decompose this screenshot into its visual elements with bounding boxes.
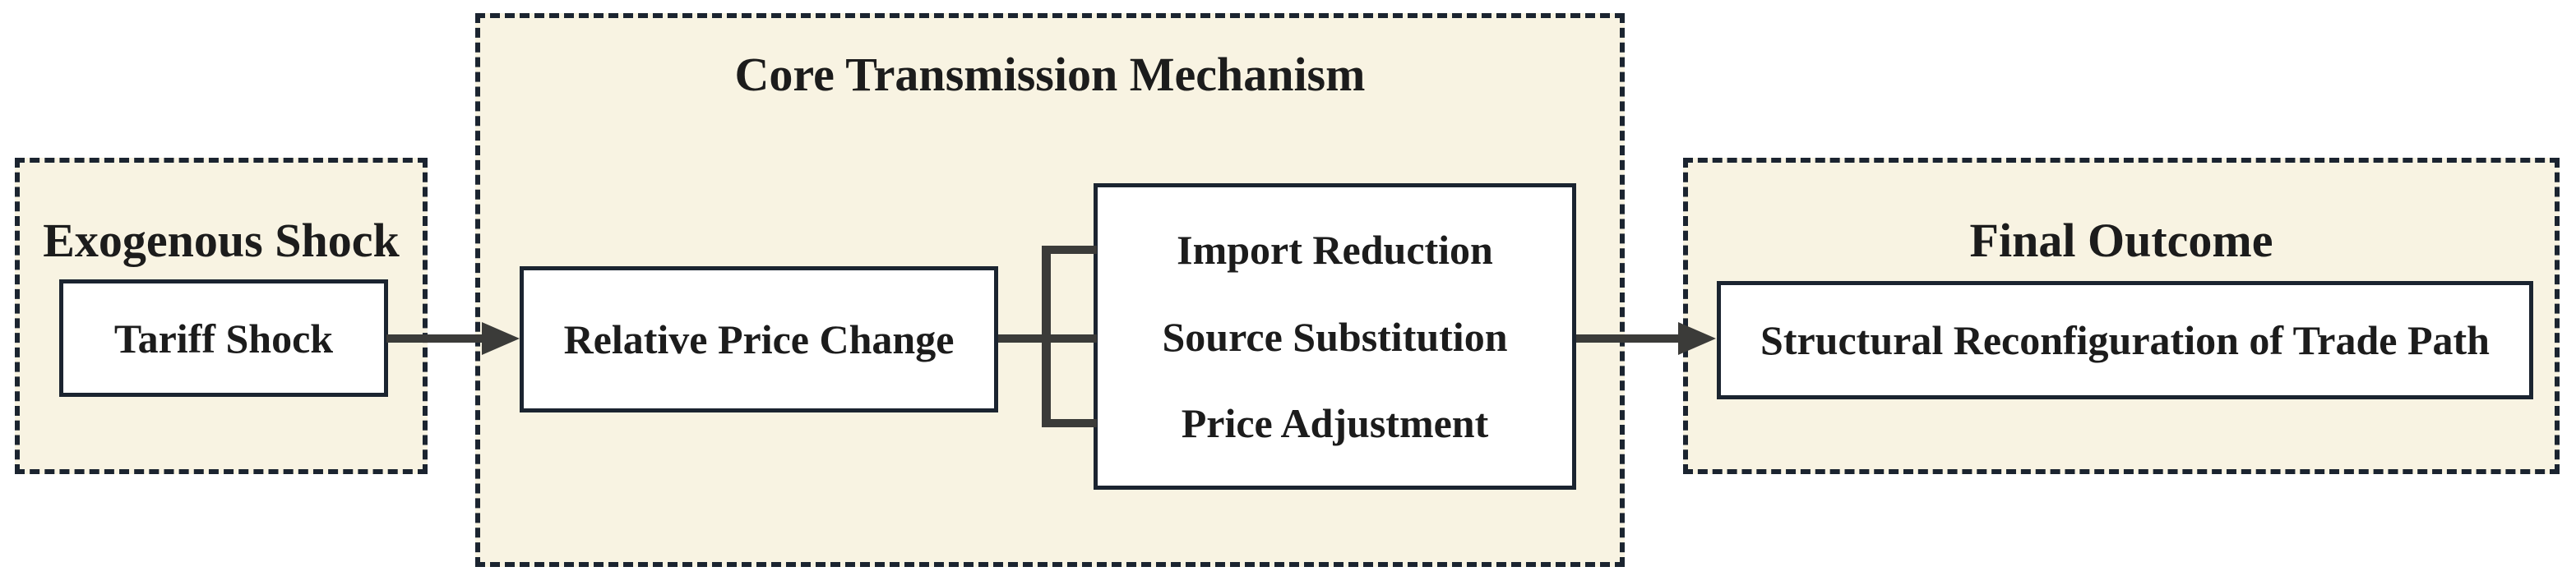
fork-bottom-branch-line [1042,419,1097,427]
group-title-core-transmission-mechanism: Core Transmission Mechanism [734,48,1366,101]
node-label-relative-price-change: Relative Price Change [563,316,955,362]
arrow-shaft-channels-to-outcome [1576,334,1680,343]
channel-label-price-adjustment: Price Adjustment [1181,400,1489,447]
channel-label-import-reduction: Import Reduction [1177,226,1493,273]
group-title-exogenous-shock: Exogenous Shock [43,214,400,267]
arrow-head-tariff-to-price-icon [482,322,520,355]
node-relative-price-change: Relative Price Change [520,266,998,412]
fork-vertical-line [1042,246,1051,427]
arrow-shaft-tariff-to-price [386,334,483,343]
node-label-tariff-shock: Tariff Shock [113,315,334,362]
fork-top-branch-line [1042,246,1097,254]
node-structural-reconfiguration: Structural Reconfiguration of Trade Path [1717,281,2533,399]
channel-label-source-substitution: Source Substitution [1162,313,1508,360]
group-title-final-outcome: Final Outcome [1969,214,2273,267]
node-label-structural-reconfiguration: Structural Reconfiguration of Trade Path [1760,317,2490,363]
group-core-transmission-mechanism: Core Transmission Mechanism Relative Pri… [475,13,1625,567]
arrow-head-channels-to-outcome-icon [1678,322,1716,355]
node-transmission-channels: Import Reduction Source Substitution Pri… [1094,183,1576,490]
group-final-outcome: Final Outcome Structural Reconfiguration… [1683,158,2560,474]
node-tariff-shock: Tariff Shock [59,279,388,397]
group-exogenous-shock: Exogenous Shock Tariff Shock [15,158,428,474]
